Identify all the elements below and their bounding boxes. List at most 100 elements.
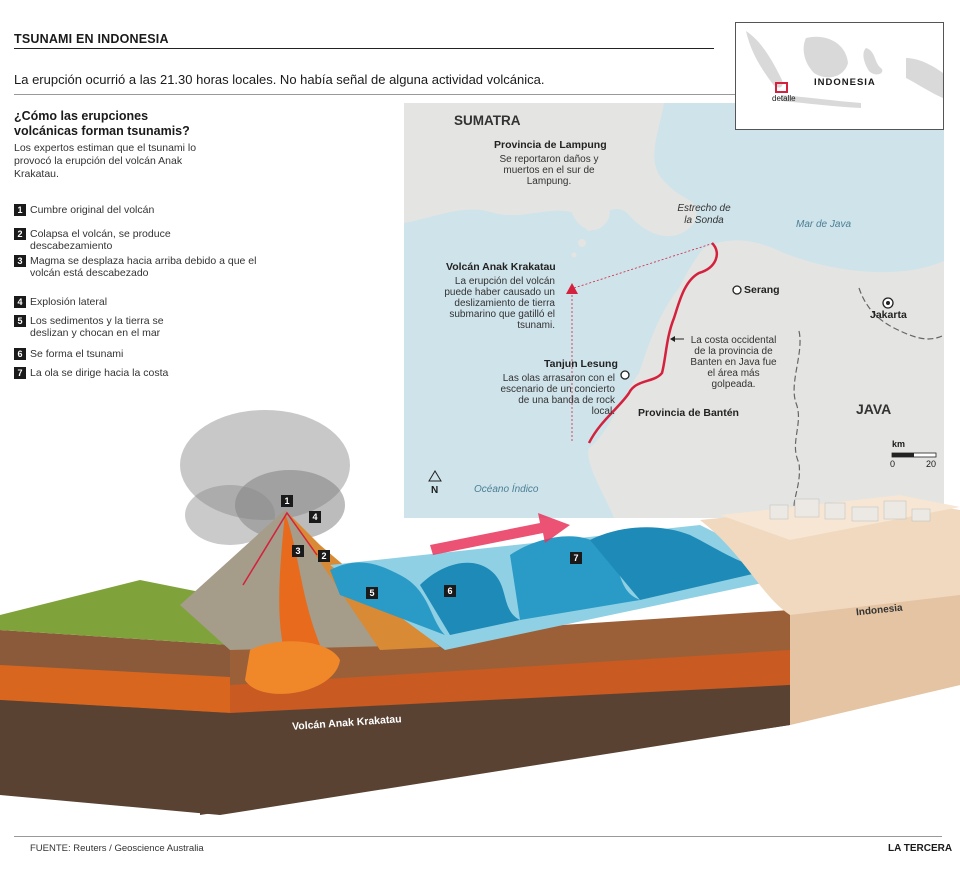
building — [851, 506, 879, 522]
step-badge: 1 — [14, 204, 26, 216]
step-text: Los sedimentos y la tierra se deslizan y… — [30, 315, 164, 339]
source-credit: FUENTE: Reuters / Geoscience Australia — [30, 843, 204, 854]
coast-arrow-head — [670, 336, 675, 342]
step-2: 2 Colapsa el volcán, se produce descabeza… — [14, 228, 274, 252]
step-text: Magma se desplaza hacia arriba debido a … — [30, 255, 257, 279]
step-7: 7 La ola se dirige hacia la costa — [14, 367, 274, 379]
scale-unit: km — [892, 439, 906, 449]
step-badge: 6 — [14, 348, 26, 360]
tanjung-note: Las olas arrasaron con el escenario de u… — [500, 373, 615, 417]
brand-logo: LA TERCERA — [888, 843, 953, 854]
java-label: JAVA — [856, 401, 892, 417]
scene-shapes — [0, 410, 960, 815]
step-text: La ola se dirige hacia la costa — [30, 367, 169, 379]
coast-note: La costa occidental de la provincia de B… — [690, 335, 777, 390]
step-badge: 4 — [14, 296, 26, 308]
tsunami-wave — [590, 527, 770, 600]
building — [883, 500, 907, 520]
building — [769, 504, 789, 520]
step-badge: 7 — [14, 367, 26, 379]
step-5: 5 Los sedimentos y la tierra se deslizan … — [14, 315, 274, 339]
step-text: Cumbre original del volcán — [30, 204, 155, 216]
sumatra-cape — [559, 163, 610, 231]
jakarta-marker-dot — [886, 301, 890, 305]
coastal-strata — [790, 595, 960, 725]
north-arrow-icon — [428, 470, 442, 482]
step-badge: 5 — [14, 315, 26, 327]
page-subtitle: La erupción ocurrió a las 21.30 horas lo… — [14, 72, 545, 87]
magma-chamber — [245, 641, 340, 694]
strata-front-magma — [230, 650, 790, 720]
island — [578, 239, 586, 247]
serang-label: Serang — [744, 284, 780, 296]
explainer-question: ¿Cómo las erupciones volcánicas forman t… — [14, 109, 190, 138]
strait-label: Estrecho de la Sonda — [677, 203, 731, 226]
inset-java — [781, 95, 861, 108]
scene-badge-2: 2 — [318, 550, 330, 562]
inset-papua — [906, 58, 943, 98]
step-4: 4 Explosión lateral — [14, 296, 274, 308]
step-badge: 3 — [14, 255, 26, 267]
ocean-label: Océano Índico — [474, 484, 539, 495]
scale-bar-fill — [892, 453, 914, 457]
north-label: N — [431, 485, 439, 496]
detail-box — [775, 82, 788, 93]
step-3: 3 Magma se desplaza hacia arriba debido a… — [14, 255, 274, 279]
volcano-note: La erupción del volcán puede haber causa… — [444, 276, 555, 331]
scene-badge-1: 1 — [281, 495, 293, 507]
magma-chimney — [279, 513, 320, 655]
scene-badge-3: 3 — [292, 545, 304, 557]
step-text: Colapsa el volcán, se produce descabezam… — [30, 228, 171, 252]
scale-max: 20 — [926, 459, 937, 469]
scale-min: 0 — [890, 459, 896, 469]
step-text: Explosión lateral — [30, 296, 108, 308]
inset-borneo — [803, 36, 848, 78]
inset-sumatra — [746, 31, 783, 88]
step-1: 1 Cumbre original del volcán — [14, 204, 274, 216]
wave-direction-arrow — [430, 513, 570, 555]
inset-country-label: INDONESIA — [814, 77, 876, 88]
affected-coast — [587, 242, 719, 444]
volcano-title: Volcán Anak Krakatau — [446, 261, 556, 273]
island — [586, 225, 592, 231]
sumatra-label: SUMATRA — [454, 113, 521, 128]
building — [794, 498, 820, 518]
leader-line — [573, 242, 715, 289]
scene-badge-5: 5 — [366, 587, 378, 599]
step-text: Se forma el tsunami — [30, 348, 124, 360]
province-border — [858, 287, 944, 340]
province-border — [793, 330, 801, 518]
inset-sulawesi — [863, 48, 883, 75]
step-badge: 2 — [14, 228, 26, 240]
tanjung-title: Tanjun Lesung — [544, 358, 618, 370]
step-6: 6 Se forma el tsunami — [14, 348, 274, 360]
inset-shapes — [746, 31, 943, 108]
island — [571, 252, 577, 258]
explainer-intro: Los expertos estiman que el tsunami lo p… — [14, 142, 197, 180]
tsunami-wave — [330, 562, 445, 635]
footer-rule — [14, 836, 942, 837]
jakarta-label: Jakarta — [870, 309, 907, 321]
collapse-outline — [242, 511, 318, 586]
building — [911, 508, 931, 522]
building — [824, 502, 846, 520]
sumatra-landmass — [404, 103, 697, 237]
inset-detail-label: detalle — [772, 94, 796, 103]
soil-base — [0, 685, 790, 815]
serang-marker-icon — [732, 285, 742, 295]
smoke-cloud — [185, 485, 275, 545]
title-rule — [14, 48, 714, 49]
tsunami-wave — [420, 562, 520, 635]
subtitle-rule — [14, 94, 942, 95]
map-shapes — [404, 103, 944, 518]
scene-badge-6: 6 — [444, 585, 456, 597]
volcano-marker-icon — [566, 283, 578, 294]
lampung-title: Provincia de Lampung — [494, 139, 607, 151]
page-title: TSUNAMI EN INDONESIA — [14, 32, 169, 46]
strata-magma — [0, 665, 230, 713]
banten-label: Provincia de Bantén — [638, 407, 739, 419]
lampung-note: Se reportaron daños y muertos en el sur … — [499, 154, 599, 187]
inset-map: INDONESIA detalle — [735, 22, 944, 130]
tsunami-diagram: 1 2 3 4 5 6 7 Volcán Anak Krakatau Indon… — [0, 395, 960, 825]
region-map: SUMATRA Provincia de Lampung Se reportar… — [404, 103, 944, 518]
